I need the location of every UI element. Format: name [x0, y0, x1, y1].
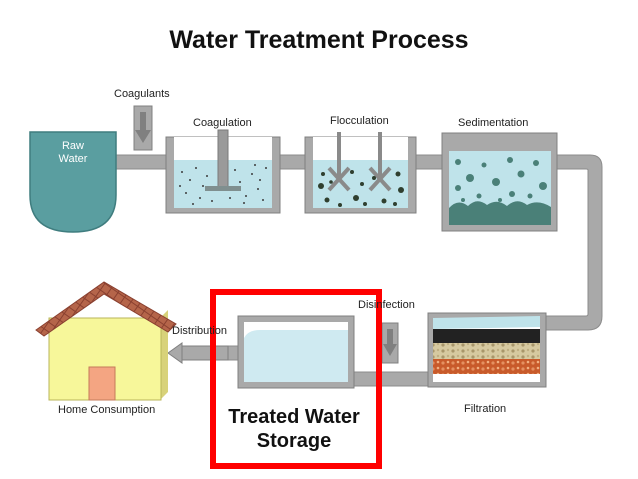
filter-layer-carbon — [433, 329, 540, 343]
disinfection-label: Disinfection — [358, 299, 415, 311]
sediment-particles — [455, 157, 547, 202]
filter-layer-sand — [433, 343, 540, 359]
distribution-arrow — [167, 342, 229, 364]
coagulation-tank — [165, 129, 281, 214]
floc-particles — [318, 170, 404, 207]
distribution-label: Distribution — [172, 325, 228, 337]
diagram-title: Water Treatment Process — [169, 26, 469, 54]
house-door — [88, 366, 116, 401]
coagulant-particles — [179, 164, 267, 205]
sedimentation-tank — [441, 132, 558, 232]
pipe-filtration-to-storage — [353, 371, 431, 387]
filtration-tank — [427, 312, 547, 388]
house — [35, 281, 177, 401]
coagulant-injector — [133, 105, 153, 151]
pipe-raw-to-coagulation — [111, 154, 169, 170]
storage-label-line1: Treated Water — [228, 406, 360, 428]
coagulation-label: Coagulation — [193, 117, 252, 129]
raw-water-tank — [29, 131, 117, 233]
coagulants-label: Coagulants — [114, 88, 170, 100]
filtration-label: Filtration — [464, 403, 507, 415]
storage-highlight-box — [210, 289, 382, 469]
disinfection-injector — [381, 322, 399, 364]
sedimentation-label: Sedimentation — [458, 117, 529, 129]
house-side — [160, 310, 168, 400]
raw-water-label: Raw Water — [58, 140, 88, 165]
storage-label-line2: Storage — [256, 430, 332, 452]
filter-layer-gravel — [433, 359, 540, 374]
storage-tank — [237, 315, 355, 389]
flocculation-tank — [304, 132, 417, 214]
house-roof — [35, 281, 177, 337]
pipe-coagulation-to-flocculation — [279, 154, 307, 170]
flocculation-mixers — [327, 132, 392, 192]
flocculation-label: Flocculation — [330, 115, 389, 127]
home-consumption-label: Home Consumption — [58, 404, 156, 416]
